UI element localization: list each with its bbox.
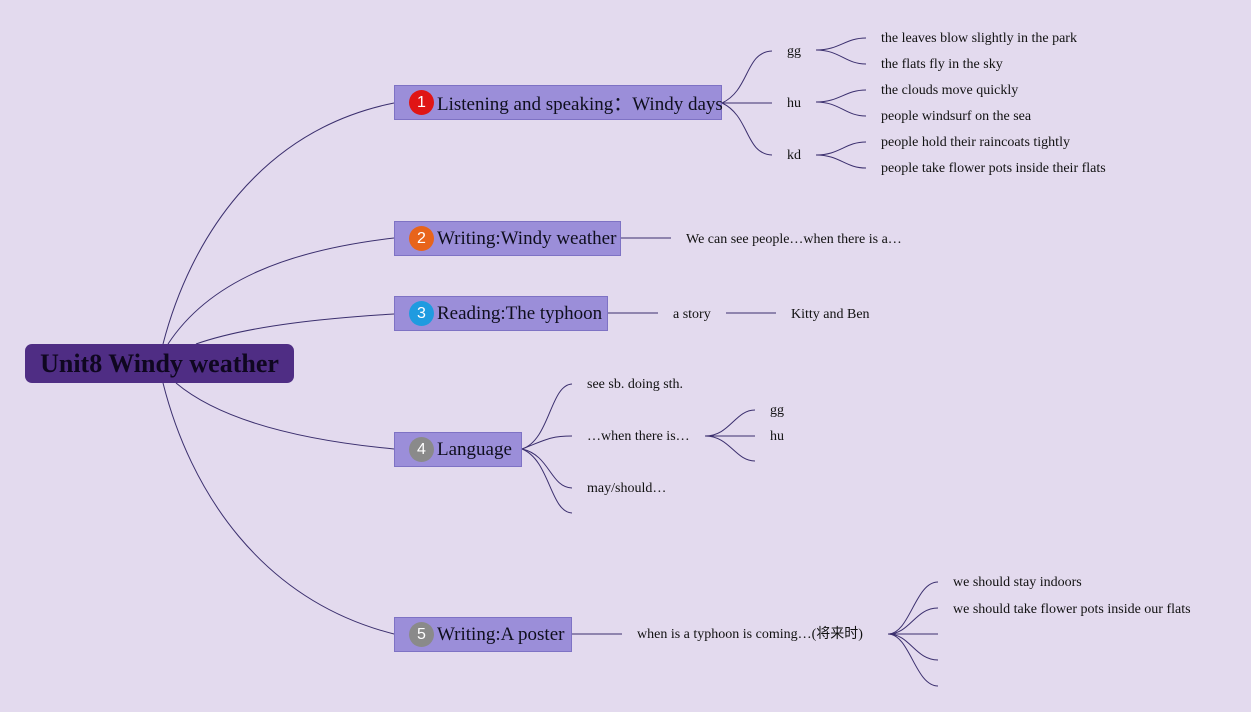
link-gg-2 (815, 49, 867, 65)
link-kd-1 (815, 141, 867, 156)
link-hu-1 (815, 89, 867, 103)
topic-gg[interactable]: gg (770, 403, 784, 418)
branch-label: Writing:A poster (437, 623, 565, 645)
link-b4-1 (521, 383, 573, 450)
topic-windsurf[interactable]: people windsurf on the sea (881, 109, 1032, 124)
topic-flats[interactable]: the flats fly in the sky (881, 57, 1003, 72)
number-3-icon: 3 (409, 301, 434, 326)
number-5-icon: 5 (409, 622, 434, 647)
link-root-branch-2 (167, 237, 395, 345)
topic-stay-indoors[interactable]: we should stay indoors (953, 575, 1082, 590)
topic-clouds[interactable]: the clouds move quickly (881, 83, 1019, 98)
topic-may-should[interactable]: may/should… (587, 481, 667, 496)
link-when-gg (704, 409, 756, 437)
branch-label: Writing:Windy weather (437, 227, 617, 249)
topic-a-story[interactable]: a story (673, 307, 711, 322)
link-root-branch-3 (195, 313, 395, 345)
topic-hu[interactable]: hu (770, 429, 784, 444)
branch-label: Language (437, 438, 512, 460)
link-hu-2 (815, 101, 867, 117)
branch-writing-poster[interactable]: 5 Writing:A poster (394, 617, 572, 652)
link-poster-4 (887, 633, 939, 661)
topic-flower-pots[interactable]: people take flower pots inside their fla… (881, 161, 1106, 176)
root-topic[interactable]: Unit8 Windy weather (25, 344, 294, 383)
link-b4-3 (521, 448, 573, 489)
link-gg-1 (815, 37, 867, 51)
topic-we-can-see[interactable]: We can see people…when there is a… (686, 232, 902, 247)
topic-hu[interactable]: hu (787, 96, 801, 111)
branch-label: Listening and speaking：Windy days (437, 94, 723, 115)
branch-label: Reading:The typhoon (437, 302, 603, 324)
link-kd-2 (815, 154, 867, 169)
branch-reading-typhoon[interactable]: 3 Reading:The typhoon (394, 296, 608, 331)
topic-leaves[interactable]: the leaves blow slightly in the park (881, 31, 1077, 46)
topic-kd[interactable]: kd (787, 148, 801, 163)
link-poster-1 (887, 581, 939, 635)
branch-language[interactable]: 4 Language (394, 432, 522, 467)
link-b4-4 (521, 448, 573, 514)
link-when-3 (704, 435, 756, 462)
link-poster-2 (887, 607, 939, 635)
number-1-icon: 1 (409, 90, 434, 115)
link-b1-kd (721, 102, 773, 156)
link-root-branch-4 (175, 382, 395, 450)
topic-when-there-is[interactable]: …when there is… (587, 429, 690, 444)
topic-typhoon-coming[interactable]: when is a typhoon is coming…(将来时) (637, 627, 863, 642)
topic-gg[interactable]: gg (787, 44, 801, 59)
topic-see-sb[interactable]: see sb. doing sth. (587, 377, 684, 392)
number-2-icon: 2 (409, 226, 434, 251)
link-root-branch-1 (162, 102, 395, 345)
link-b1-gg (721, 50, 773, 104)
link-b4-2 (521, 435, 573, 450)
topic-take-flower-pots[interactable]: we should take flower pots inside our fl… (953, 602, 1191, 617)
branch-writing-windy-weather[interactable]: 2 Writing:Windy weather (394, 221, 621, 256)
link-poster-5 (887, 633, 939, 687)
number-4-icon: 4 (409, 437, 434, 462)
topic-raincoats[interactable]: people hold their raincoats tightly (881, 135, 1070, 150)
link-root-branch-5 (162, 382, 395, 635)
branch-listening-speaking[interactable]: 1 Listening and speaking：Windy days (394, 85, 723, 120)
topic-kitty-ben[interactable]: Kitty and Ben (791, 307, 870, 322)
